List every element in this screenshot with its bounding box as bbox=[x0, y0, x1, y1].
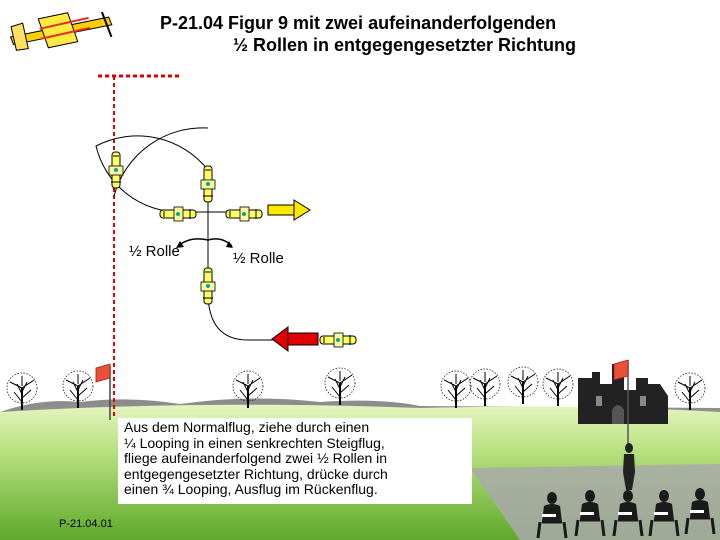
tree-icon bbox=[469, 368, 501, 407]
airplane-icon bbox=[9, 11, 113, 51]
flag-icon bbox=[613, 359, 629, 450]
description-line: entgegengesetzter Richtung, drücke durch bbox=[124, 465, 388, 482]
pilot-icon bbox=[623, 443, 635, 490]
description-line: Aus dem Normalflug, ziehe durch einen bbox=[124, 419, 370, 435]
castle-icon bbox=[578, 364, 668, 424]
tree-icon bbox=[542, 368, 574, 407]
airplane-icon bbox=[200, 165, 216, 203]
figure-code: P-21.04.01 bbox=[59, 518, 113, 530]
tree-icon bbox=[440, 370, 472, 409]
airplane-icon bbox=[225, 206, 263, 222]
airplane-icon bbox=[200, 267, 216, 305]
airplane-icon bbox=[159, 206, 197, 222]
loop-upper bbox=[113, 127, 209, 197]
arrow-right-icon bbox=[267, 199, 311, 221]
airplane-icon bbox=[108, 151, 124, 189]
arrow-left-icon bbox=[271, 326, 319, 352]
description-line: ¼ Looping in einen senkrechten Steigflug… bbox=[124, 434, 385, 451]
title-line-2: ½ Rollen in entgegengesetzter Richtung bbox=[233, 35, 577, 55]
tree-icon bbox=[507, 366, 539, 405]
loop-quarter bbox=[95, 135, 209, 213]
tree-icon bbox=[324, 367, 356, 406]
description-box: Aus dem Normalflug, ziehe durch einen ¼ … bbox=[118, 418, 472, 504]
airplane-icon bbox=[319, 332, 357, 348]
description-line: einen ¾ Looping, Ausflug im Rückenflug. bbox=[124, 481, 378, 497]
roll-label-second: ½ Rolle bbox=[233, 250, 284, 267]
tree-icon bbox=[674, 372, 706, 411]
title-line-1: P-21.04 Figur 9 mit zwei aufeinanderfolg… bbox=[160, 13, 557, 33]
roll-label-first: ½ Rolle bbox=[129, 243, 180, 260]
description-line: fliege aufeinanderfolgend zwei ½ Rollen … bbox=[124, 450, 388, 466]
flag-icon bbox=[95, 363, 111, 420]
